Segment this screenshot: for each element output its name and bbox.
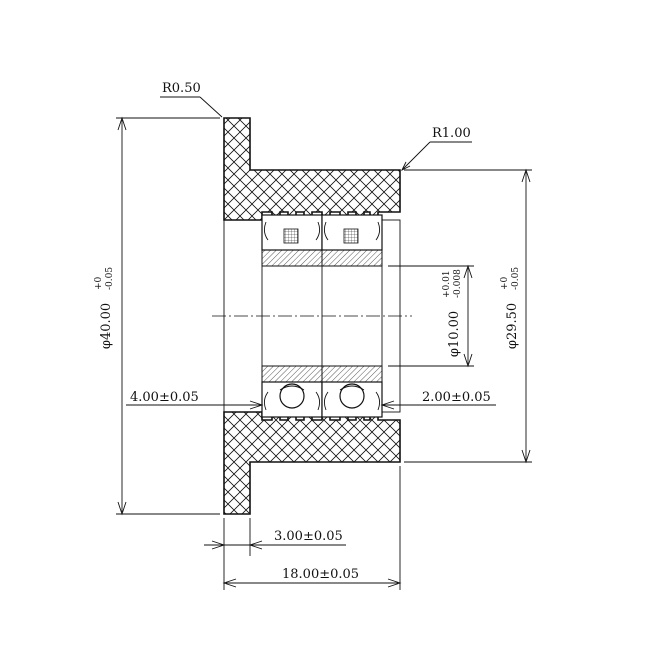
ball-left-bottom [279,383,305,409]
ball-race-lines [279,385,365,391]
outer-diameter-upper-tol: +0 [94,276,104,290]
corner-radius-large-label: R1.00 [432,126,471,141]
outer-diameter-label: φ40.00 [99,303,114,349]
cage-left-top [283,228,299,244]
flange-width-label: 3.00±0.05 [274,529,343,544]
seal-top [263,221,381,241]
inner-ring-left-top [261,249,323,267]
leader-r100 [401,141,431,171]
left-offset-label: 4.00±0.05 [130,390,199,405]
bore-diameter-upper-tol: +0.01 [442,270,452,298]
hub-diameter-lower-tol: -0.05 [511,267,521,290]
hub-diameter-label: φ29.50 [505,303,520,349]
ball-right-bottom [339,383,365,409]
bore-diameter-label: φ10.00 [447,311,462,357]
right-offset-label: 2.00±0.05 [422,390,491,405]
bore-diameter-lower-tol: -0.008 [453,269,463,298]
wheel-upper-section [223,117,401,221]
inner-ring-right-top [321,249,383,267]
wheel-lower-section [223,411,401,515]
cage-right-top [343,228,359,244]
leader-r050 [199,96,223,118]
hub-diameter-upper-tol: +0 [500,276,510,290]
total-width-label: 18.00±0.05 [282,567,359,582]
seal-bottom [263,391,381,411]
outer-diameter-lower-tol: -0.05 [105,267,115,290]
inner-ring-right-bottom [321,365,383,383]
corner-radius-small-label: R0.50 [162,81,201,96]
inner-ring-left-bottom [261,365,323,383]
